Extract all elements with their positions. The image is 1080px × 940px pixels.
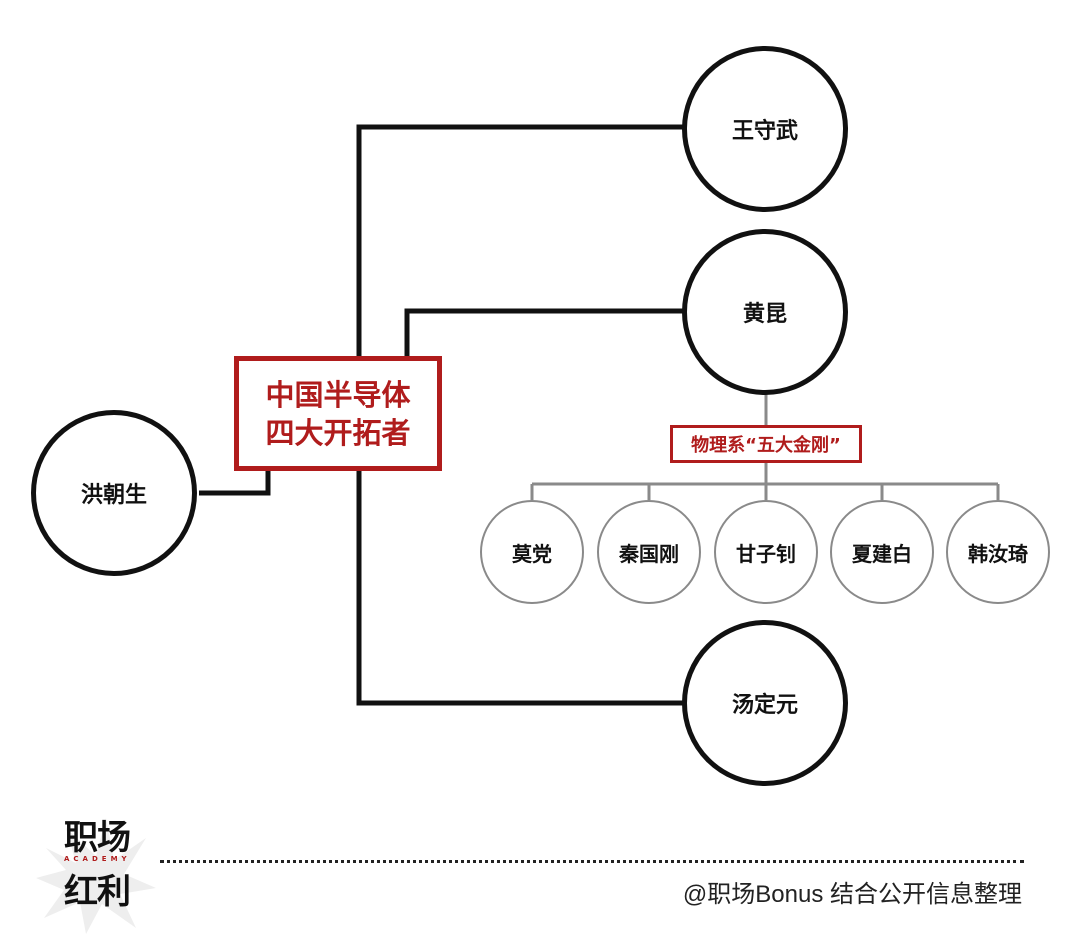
logo-burst-icon: [36, 818, 156, 934]
logo-text-top: 职场: [64, 818, 131, 858]
footer-divider: [160, 860, 1024, 863]
node-pioneer-label: 汤定元: [731, 693, 798, 718]
line-center-to-huang: [404, 308, 684, 356]
line-root-to-center: [199, 471, 271, 496]
logo-text-sub: ACADEMY: [64, 855, 131, 863]
node-member-label: 秦国刚: [619, 541, 679, 566]
center-title-line2: 四大开拓者: [265, 415, 411, 450]
node-member-label: 甘子钊: [736, 541, 796, 566]
node-pioneer-label: 王守武: [731, 119, 798, 144]
node-pioneer-huang: 黄昆: [682, 229, 848, 395]
node-member-label: 夏建白: [852, 541, 912, 566]
center-title-box: 中国半导体 四大开拓者: [234, 356, 442, 471]
node-root: 洪朝生: [31, 410, 197, 576]
node-member: 秦国刚: [597, 500, 701, 604]
node-member: 甘子钊: [714, 500, 818, 604]
node-member-label: 韩汝琦: [968, 541, 1028, 566]
node-root-label: 洪朝生: [80, 483, 147, 508]
node-member-label: 莫党: [512, 541, 552, 566]
line-center-to-tang: [356, 471, 684, 706]
logo-text-bottom: 红利: [64, 872, 131, 912]
node-member: 韩汝琦: [946, 500, 1050, 604]
node-pioneer-label: 黄昆: [742, 302, 787, 327]
node-pioneer-tang: 汤定元: [682, 620, 848, 786]
center-title-line1: 中国半导体: [265, 377, 411, 412]
node-member: 夏建白: [830, 500, 934, 604]
node-member: 莫党: [480, 500, 584, 604]
source-credit: @职场Bonus 结合公开信息整理: [682, 881, 1022, 908]
physics-group-label: 物理系“五大金刚”: [670, 425, 862, 463]
line-center-to-wang: [356, 124, 684, 356]
node-pioneer-wang: 王守武: [682, 46, 848, 212]
